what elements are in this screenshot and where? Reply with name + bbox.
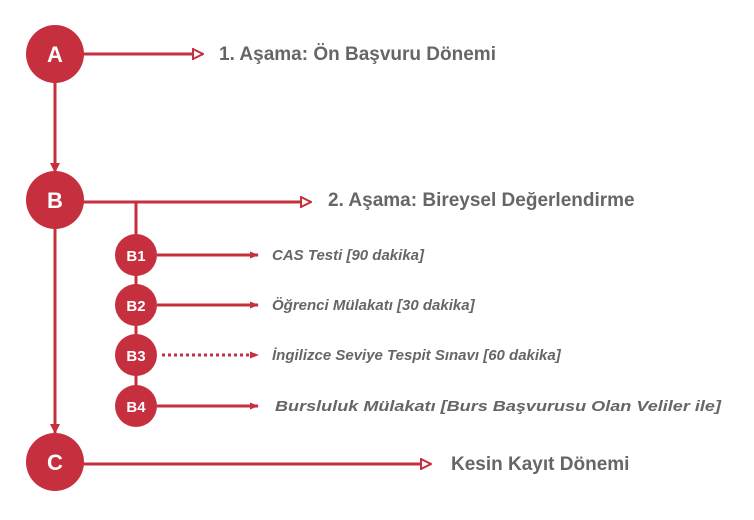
substep-node-b4: B4 [115,385,157,427]
stage-c-label: Kesin Kayıt Dönemi [451,454,629,475]
stage-node-b: B [26,171,84,229]
substep-node-b4-letter: B4 [126,399,146,416]
substep-b1-label: CAS Testi [90 dakika] [272,247,425,264]
substep-b3-label: İngilizce Seviye Tespit Sınavı [60 dakik… [272,347,562,364]
stage-a-label: 1. Aşama: Ön Başvuru Dönemi [219,44,496,65]
substep-node-b1-letter: B1 [126,248,145,265]
substep-b4-label: Bursluluk Mülakatı [Burs Başvurusu Olan … [275,398,722,415]
stage-node-c-letter: C [47,450,63,475]
substep-node-b3: B3 [115,334,157,376]
substep-node-b3-letter: B3 [126,348,145,365]
stage-node-a: A [26,25,84,83]
stage-b-label: 2. Aşama: Bireysel Değerlendirme [328,190,635,211]
stage-node-b-letter: B [47,188,63,213]
substep-node-b1: B1 [115,234,157,276]
stage-node-a-letter: A [47,42,63,67]
substep-node-b2-letter: B2 [126,298,145,315]
stage-node-c: C [26,433,84,491]
substep-b2-label: Öğrenci Mülakatı [30 dakika] [272,297,476,314]
substep-node-b2: B2 [115,284,157,326]
